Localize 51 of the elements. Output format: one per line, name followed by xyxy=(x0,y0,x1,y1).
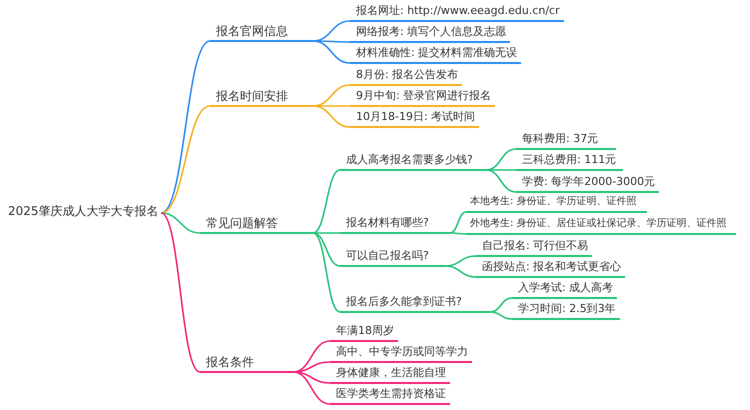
subtopic: 报名后多久能拿到证书? xyxy=(340,294,490,313)
connector-line xyxy=(292,371,330,405)
branch-topic: 报名时间安排 xyxy=(210,88,313,107)
connector-line xyxy=(486,169,516,171)
connector-line xyxy=(160,40,210,214)
connector-line xyxy=(160,212,200,373)
leaf-topic: 外地考生: 身份证、居住证或社保记录、学历证明、证件照 xyxy=(466,216,736,235)
connector-line xyxy=(490,311,512,320)
connector-line xyxy=(312,232,340,267)
connector-line xyxy=(444,255,476,267)
connector-line xyxy=(486,169,516,193)
connector-line xyxy=(160,212,200,234)
leaf-topic: 函授站点: 报名和考试更省心 xyxy=(476,259,626,278)
leaf-topic: 报名网址: http://www.eeagd.edu.cn/cr xyxy=(350,3,564,22)
leaf-topic: 身体健康，生活能自理 xyxy=(330,365,450,384)
connector-line xyxy=(312,169,340,234)
subtopic: 成人高考报名需要多少钱? xyxy=(340,152,486,171)
leaf-topic: 学习时间: 2.5到3年 xyxy=(512,301,620,320)
leaf-topic: 高中、中专学历或同等学力 xyxy=(330,344,472,363)
branch-topic: 报名条件 xyxy=(200,354,293,373)
leaf-topic: 网络报考: 填写个人信息及志愿 xyxy=(350,24,510,43)
leaf-topic: 8月份: 报名公告发布 xyxy=(350,67,462,86)
leaf-topic: 入学考试: 成人高考 xyxy=(512,280,618,299)
leaf-topic: 10月18-19日: 考试时间 xyxy=(350,109,480,128)
leaf-topic: 年满18周岁 xyxy=(330,323,398,342)
connector-line xyxy=(312,105,350,128)
leaf-topic: 自己报名: 可行但不易 xyxy=(476,238,592,257)
connector-line xyxy=(292,361,330,373)
connector-line xyxy=(160,105,210,214)
leaf-topic: 三科总费用: 111元 xyxy=(516,152,623,171)
connector-line xyxy=(312,40,350,64)
connector-line xyxy=(292,371,330,384)
branch-topic: 常见问题解答 xyxy=(200,215,313,234)
leaf-topic: 每科费用: 37元 xyxy=(516,131,616,150)
connector-line xyxy=(313,232,340,234)
connector-line xyxy=(450,232,466,235)
branch-topic: 报名官网信息 xyxy=(210,23,313,42)
connector-line xyxy=(450,211,466,234)
root-topic: 2025肇庆成人大学大专报名 xyxy=(6,203,161,221)
connector-line xyxy=(313,105,350,107)
subtopic: 可以自己报名吗? xyxy=(340,248,445,267)
subtopic: 报名材料有哪些? xyxy=(340,215,450,234)
connector-line xyxy=(444,265,476,278)
leaf-topic: 9月中旬: 登录官网进行报名 xyxy=(350,88,496,107)
leaf-topic: 材料准确性: 提交材料需准确无误 xyxy=(350,45,522,64)
connector-line xyxy=(313,40,350,43)
connector-line xyxy=(490,297,512,313)
leaf-topic: 医学类考生需持资格证 xyxy=(330,386,450,405)
connector-line xyxy=(312,232,340,313)
leaf-topic: 学费: 每学年2000-3000元 xyxy=(516,174,660,193)
leaf-topic: 本地考生: 身份证、学历证明、证件照 xyxy=(466,194,647,213)
